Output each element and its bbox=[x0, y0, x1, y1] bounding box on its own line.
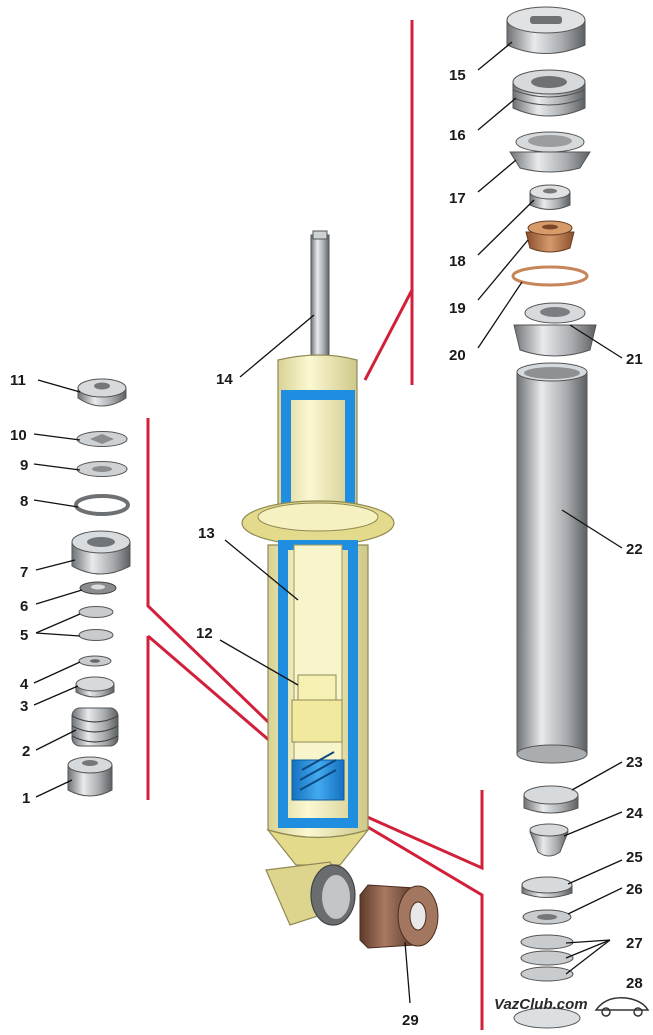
valve-spring bbox=[299, 751, 337, 791]
working-cylinder bbox=[293, 544, 343, 786]
label-22: 22 bbox=[626, 541, 643, 558]
separator-upper bbox=[363, 20, 414, 381]
shock-absorber-assembly bbox=[241, 230, 439, 949]
watermark-car-icon bbox=[594, 997, 650, 1017]
label-11: 11 bbox=[10, 372, 26, 389]
label-23: 23 bbox=[626, 754, 643, 771]
right-parts bbox=[506, 6, 597, 1029]
eye-bore-inner bbox=[322, 875, 350, 919]
body-bottom-cone bbox=[266, 828, 370, 866]
label-6: 6 bbox=[20, 598, 28, 615]
part-16-support bbox=[512, 69, 586, 117]
part-11-nut bbox=[77, 378, 127, 407]
label-28: 28 bbox=[626, 975, 643, 992]
part-8-ring bbox=[74, 494, 130, 516]
part-23-bumper-cap bbox=[523, 785, 579, 814]
piston-rod bbox=[310, 234, 330, 366]
label-2: 2 bbox=[22, 743, 30, 760]
part-7-bearing bbox=[71, 530, 131, 575]
part-1-nut bbox=[67, 756, 113, 797]
label-9: 9 bbox=[20, 457, 28, 474]
part-labels: 1 2 3 4 5 6 7 8 9 10 11 12 13 14 15 16 1… bbox=[10, 67, 643, 1029]
piston bbox=[291, 699, 343, 743]
part-2-spring bbox=[71, 707, 119, 747]
part-20-ring bbox=[511, 265, 589, 287]
leader-lines bbox=[33, 41, 623, 1004]
label-18: 18 bbox=[449, 253, 466, 270]
spring-seat-inner bbox=[257, 502, 379, 532]
label-3: 3 bbox=[20, 698, 28, 715]
label-19: 19 bbox=[449, 300, 466, 317]
bushing-bore bbox=[409, 901, 427, 931]
part-4-washer bbox=[78, 655, 112, 667]
label-12: 12 bbox=[196, 625, 213, 642]
rod-tip bbox=[312, 230, 328, 240]
part-28-nut bbox=[513, 1007, 581, 1029]
label-7: 7 bbox=[20, 564, 28, 581]
label-20: 20 bbox=[449, 347, 466, 364]
part-5-washers bbox=[78, 606, 114, 641]
part-27-washers bbox=[520, 934, 574, 982]
part-21-seat bbox=[513, 302, 597, 357]
part-22-boot bbox=[516, 362, 588, 764]
label-27: 27 bbox=[626, 935, 643, 952]
part-17-cup bbox=[509, 131, 591, 173]
part-25-disc bbox=[521, 876, 573, 898]
part-19-copper-bush bbox=[525, 220, 575, 253]
label-17: 17 bbox=[449, 190, 466, 207]
label-25: 25 bbox=[626, 849, 643, 866]
label-13: 13 bbox=[198, 525, 215, 542]
part-26-ring bbox=[522, 909, 572, 925]
label-14: 14 bbox=[216, 371, 233, 388]
label-10: 10 bbox=[10, 427, 27, 444]
part-10-washer bbox=[76, 431, 128, 447]
label-29: 29 bbox=[402, 1012, 419, 1029]
label-4: 4 bbox=[20, 676, 29, 693]
part-6-nut bbox=[79, 581, 117, 595]
label-16: 16 bbox=[449, 127, 466, 144]
separator-right-bottom bbox=[355, 818, 484, 1030]
left-parts bbox=[67, 378, 131, 797]
part-24-bumper bbox=[529, 823, 569, 857]
label-26: 26 bbox=[626, 881, 643, 898]
part-15-cap bbox=[506, 6, 586, 54]
part-3-plate bbox=[75, 676, 115, 698]
label-1: 1 bbox=[22, 790, 30, 807]
label-8: 8 bbox=[20, 493, 28, 510]
separator-lines bbox=[146, 20, 484, 1030]
label-15: 15 bbox=[449, 67, 466, 84]
separator-left-top bbox=[146, 418, 294, 747]
label-5: 5 bbox=[20, 627, 28, 644]
watermark-text: VazClub.com bbox=[494, 996, 588, 1013]
part-18-bush bbox=[529, 184, 571, 210]
label-24: 24 bbox=[626, 805, 643, 822]
piston-valve bbox=[297, 674, 337, 701]
separator-right-top bbox=[355, 790, 484, 871]
part-9-washer bbox=[76, 461, 128, 477]
label-21: 21 bbox=[626, 351, 643, 368]
